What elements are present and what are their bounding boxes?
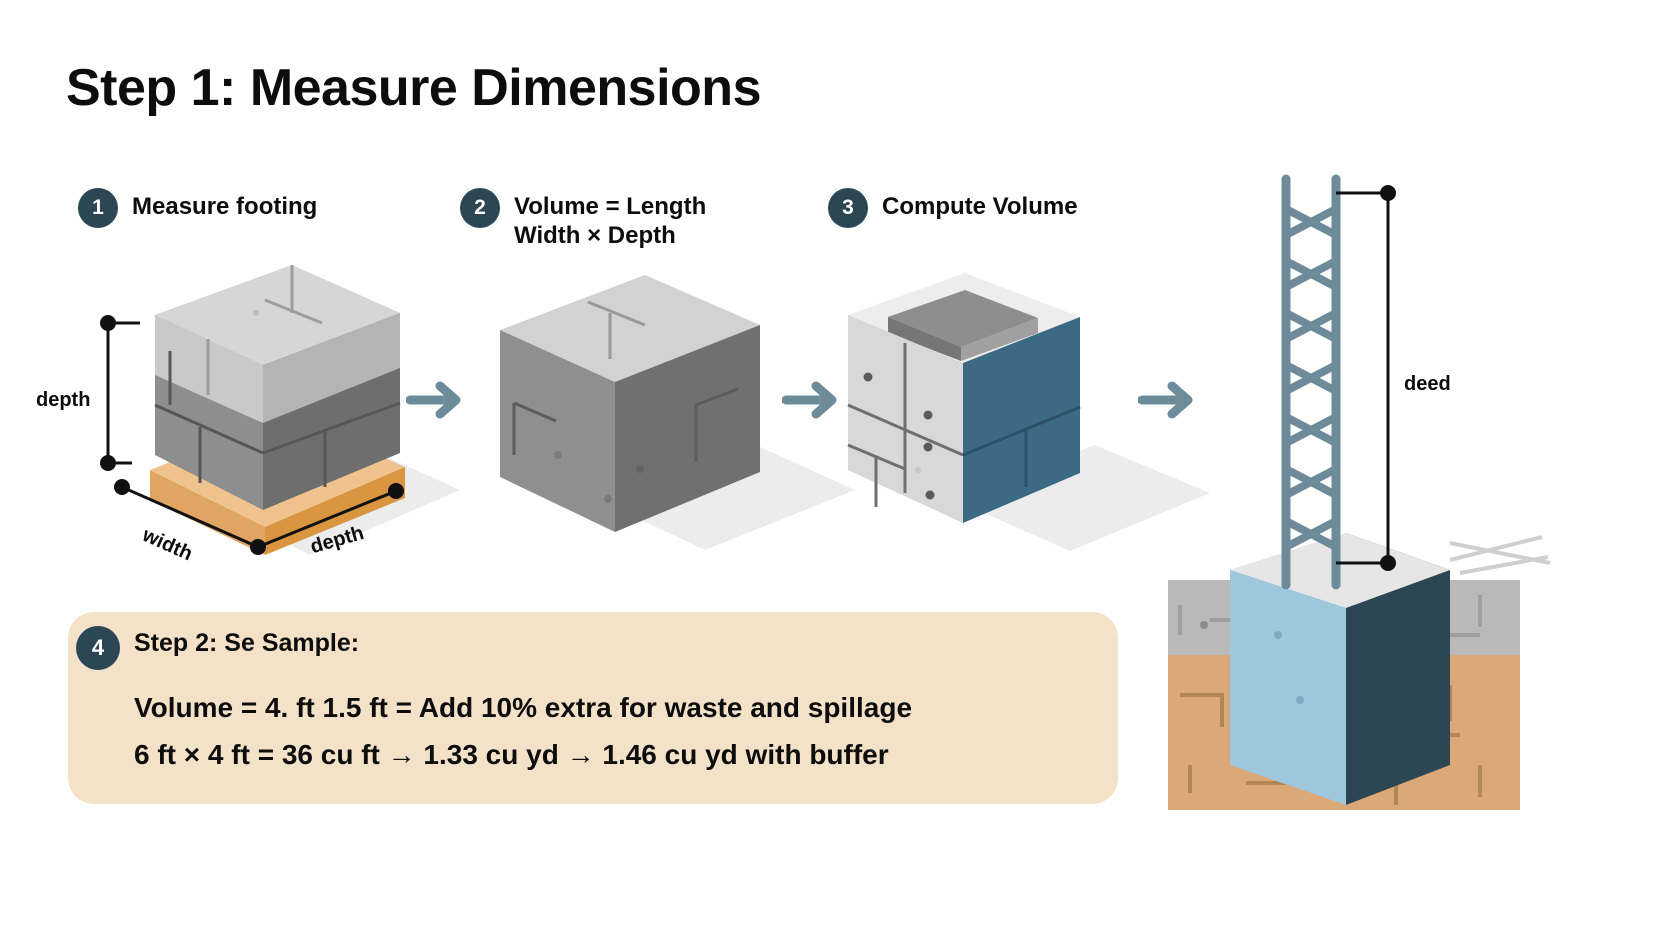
step-badge-3: 3 bbox=[828, 188, 868, 228]
illustration-measure-footing bbox=[60, 255, 480, 580]
step-badge-1: 1 bbox=[78, 188, 118, 228]
step-badge-2: 2 bbox=[460, 188, 500, 228]
callout-line-1: Volume = 4. ft 1.5 ft = Add 10% extra fo… bbox=[134, 692, 913, 723]
dimension-label-depth-left: depth bbox=[36, 389, 91, 411]
illustration-compute-volume bbox=[830, 255, 1230, 580]
step-header-1: 1 Measure footing bbox=[78, 188, 317, 228]
step-label-2: Volume = Length Width × Depth bbox=[514, 193, 707, 250]
flow-arrow-2-icon bbox=[781, 378, 844, 427]
illustration-pier-section bbox=[1150, 165, 1570, 830]
callout-panel bbox=[68, 612, 1118, 804]
flow-arrow-3-icon bbox=[1137, 378, 1200, 427]
step-label-3: Compute Volume bbox=[882, 193, 1078, 220]
dimension-label-deed: deed bbox=[1404, 373, 1451, 395]
step-header-3: 3 Compute Volume bbox=[828, 188, 1078, 228]
step-label-1: Measure footing bbox=[132, 193, 318, 220]
illustration-volume-formula bbox=[470, 255, 870, 580]
step-header-2: 2 Volume = Length Width × Depth bbox=[460, 188, 706, 251]
flow-arrow-1-icon bbox=[405, 378, 468, 427]
callout-heading: Step 2: Se Sample: bbox=[134, 629, 360, 657]
page-title: Step 1: Measure Dimensions bbox=[66, 59, 762, 117]
callout-line-2: 6 ft × 4 ft = 36 cu ft → 1.33 cu yd → 1.… bbox=[134, 739, 889, 770]
callout-badge: 4 bbox=[76, 626, 120, 670]
